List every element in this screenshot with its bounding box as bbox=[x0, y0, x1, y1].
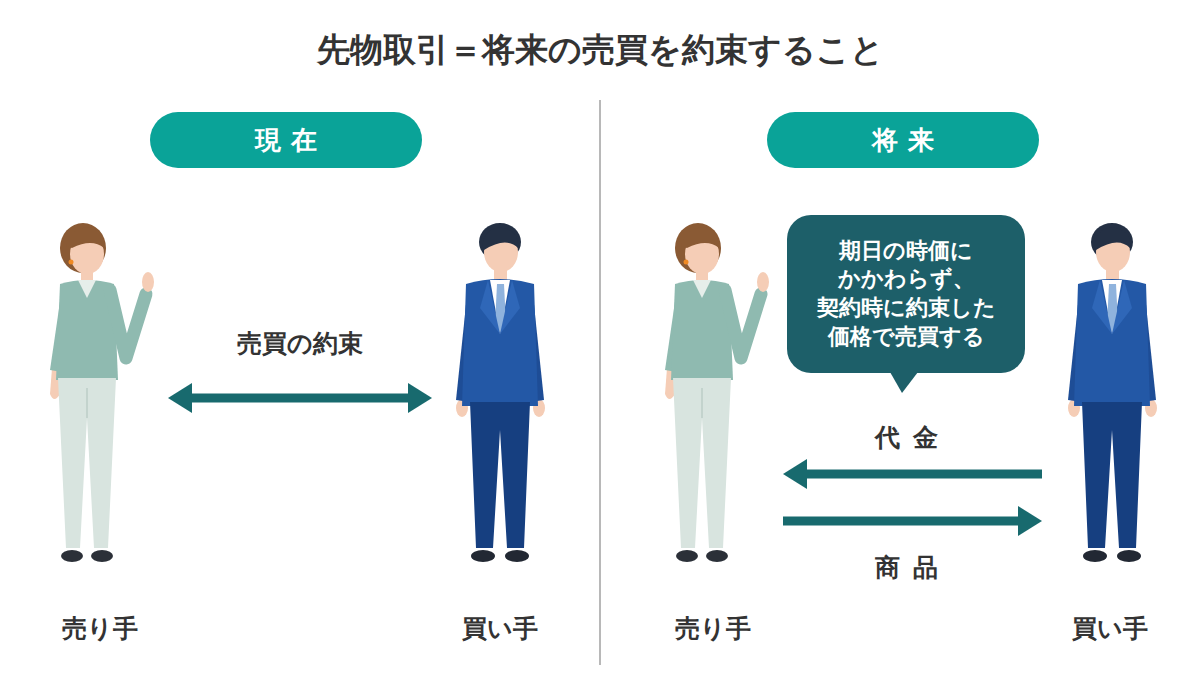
arrow-connector bbox=[783, 506, 1042, 536]
divider bbox=[599, 100, 601, 665]
person-node: 売り手 bbox=[40, 215, 160, 645]
node-text: 買い手 bbox=[1072, 612, 1148, 645]
edge-label: 商品 bbox=[871, 551, 954, 584]
arrow-connector bbox=[783, 459, 1042, 489]
seller-figure bbox=[665, 223, 769, 562]
node-text: 売り手 bbox=[62, 612, 138, 645]
bubble-tail bbox=[890, 372, 918, 393]
person-node: 買い手 bbox=[1050, 215, 1170, 645]
arrow-connector bbox=[168, 383, 432, 413]
node-text: 現在 bbox=[255, 123, 328, 158]
speech-bubble: 期日の時価にかかわらず、契約時に約束した価格で売買する bbox=[787, 215, 1025, 373]
edge-label: 売買の約束 bbox=[233, 327, 367, 360]
phase-pill: 将来 bbox=[767, 112, 1039, 168]
phase-pill: 現在 bbox=[150, 112, 422, 168]
node-text: 売り手 bbox=[675, 612, 751, 645]
node-text: 期日の時価にかかわらず、契約時に約束した価格で売買する bbox=[817, 237, 996, 351]
buyer-figure bbox=[456, 223, 545, 562]
title: 先物取引＝将来の売買を約束すること bbox=[0, 28, 1200, 73]
node-text: 買い手 bbox=[462, 612, 538, 645]
node-text: 将来 bbox=[872, 123, 945, 158]
edge-label: 代金 bbox=[871, 421, 954, 454]
person-node: 買い手 bbox=[440, 215, 560, 645]
seller-figure bbox=[50, 223, 154, 562]
buyer-figure bbox=[1068, 223, 1157, 562]
person-node: 売り手 bbox=[650, 215, 775, 645]
